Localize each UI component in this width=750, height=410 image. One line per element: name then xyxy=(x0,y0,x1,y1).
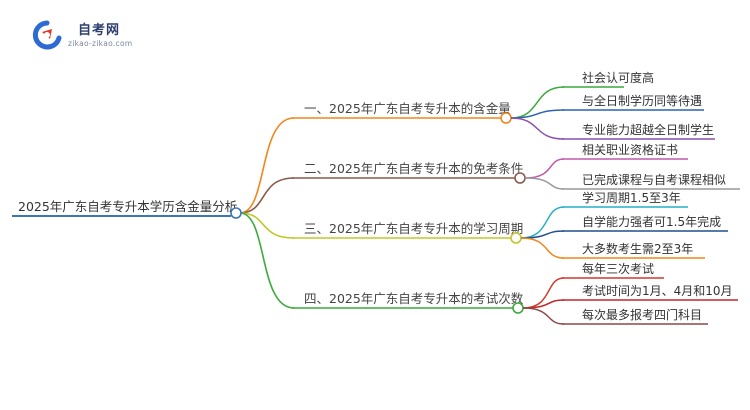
leaf-connector xyxy=(522,307,565,325)
branch-label: 一、2025年广东自考专升本的含金量 xyxy=(304,101,511,116)
branch-label: 四、2025年广东自考专升本的考试次数 xyxy=(304,291,524,306)
leaf-label: 相关职业资格证书 xyxy=(582,142,678,157)
branch-connector xyxy=(239,212,295,309)
leaf-connector xyxy=(520,206,565,239)
branch-node-dot xyxy=(500,112,512,124)
leaf-label: 与全日制学历同等待遇 xyxy=(582,93,702,108)
leaf-connector xyxy=(522,277,565,309)
leaf-label: 每年三次考试 xyxy=(582,261,654,276)
branch-node-dot xyxy=(514,172,526,184)
site-logo[interactable]: 自考网 zikao-zikao.com xyxy=(30,18,140,52)
leaf-connector xyxy=(524,158,565,179)
leaf-connector xyxy=(520,237,565,259)
leaf-label: 社会认可度高 xyxy=(582,70,654,85)
root-topic-label: 2025年广东自考专升本学历含金量分析 xyxy=(18,199,237,214)
logo-mark-icon xyxy=(32,20,62,50)
leaf-label: 考试时间为1月、4月和10月 xyxy=(582,283,733,298)
branch-connector xyxy=(239,117,295,214)
root-node-dot xyxy=(230,207,242,219)
branch-label: 二、2025年广东自考专升本的免考条件 xyxy=(304,161,523,176)
logo-url: zikao-zikao.com xyxy=(68,39,133,48)
branch-node-dot xyxy=(512,302,524,314)
leaf-connector xyxy=(524,177,565,190)
leaf-label: 已完成课程与自考课程相似 xyxy=(582,172,726,187)
branch-node-dot xyxy=(510,232,522,244)
leaf-label: 学习周期1.5至3年 xyxy=(582,190,681,205)
logo-title: 自考网 xyxy=(78,23,121,38)
leaf-label: 大多数考生需2至3年 xyxy=(582,241,693,256)
branch-label: 三、2025年广东自考专升本的学习周期 xyxy=(304,221,523,236)
leaf-connector xyxy=(510,117,565,140)
leaf-label: 自学能力强者可1.5年完成 xyxy=(582,214,721,229)
branch-connector xyxy=(239,177,295,214)
leaf-label: 专业能力超越全日制学生 xyxy=(582,122,714,137)
leaf-label: 每次最多报考四门科目 xyxy=(582,307,702,322)
branch-connector xyxy=(239,212,295,239)
